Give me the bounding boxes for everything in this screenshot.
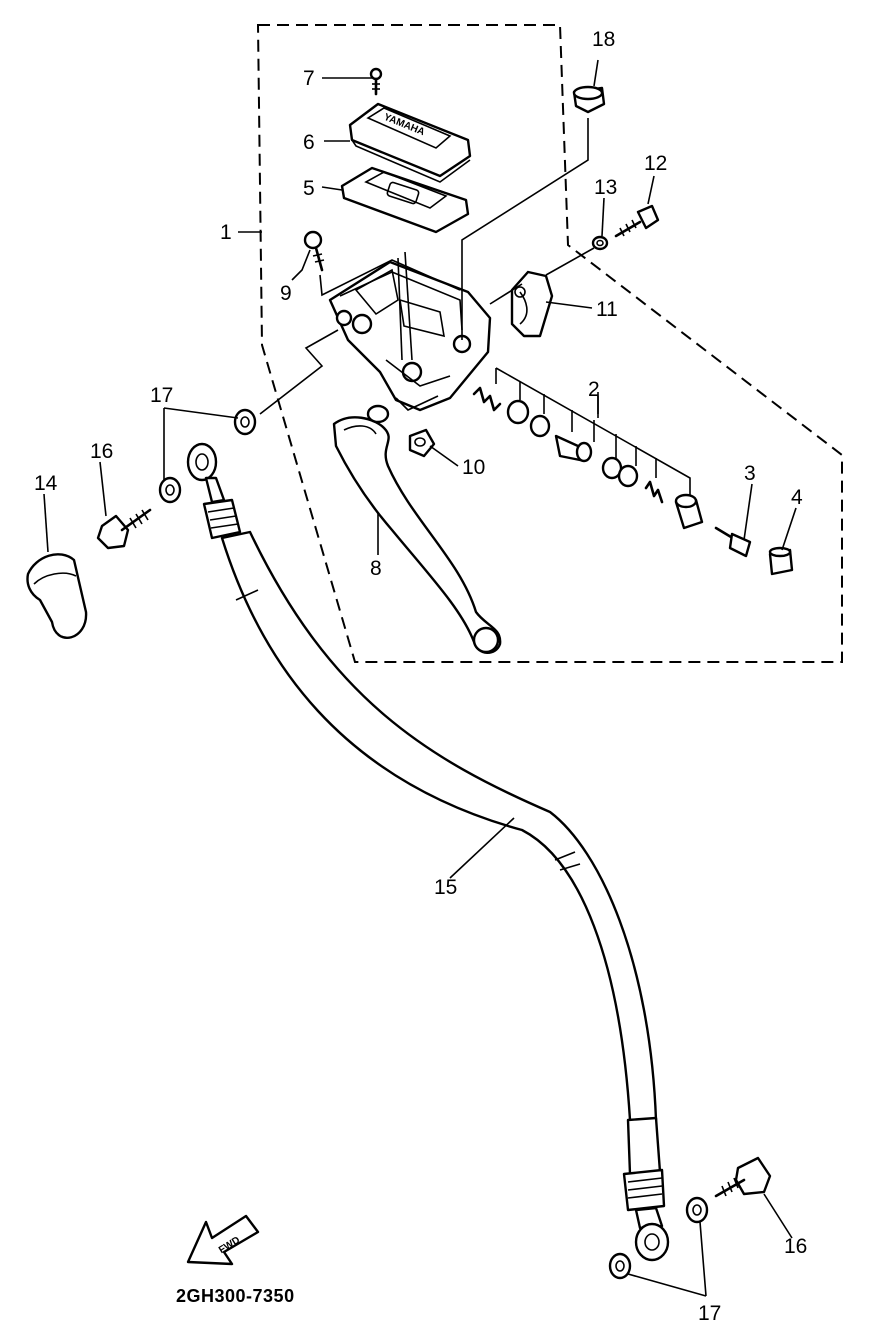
diaphragm-plate-part [340,166,470,234]
leader-18 [461,118,589,340]
label-15: 15 [434,876,457,899]
assembly-boundary [256,24,843,663]
label-8: 8 [370,557,382,580]
bolt-12-part [614,204,660,238]
label-5: 5 [303,177,315,200]
label-12: 12 [644,152,667,175]
label-6: 6 [303,131,315,154]
label-17-right: 17 [698,1302,721,1325]
washer-17-right-a [685,1196,709,1224]
label-leaders [43,59,797,1297]
holder-clamp-part [510,270,554,338]
nut-10-part [408,428,436,458]
washer-17-left-b [233,408,257,436]
label-4: 4 [791,486,803,509]
washer-17-left-a [158,476,182,504]
label-14: 14 [34,472,58,495]
label-16-left: 16 [90,440,113,463]
leader-clamp-washer [545,247,595,276]
label-18: 18 [592,28,615,51]
forward-arrow: FWD [186,1214,260,1266]
washer-13-part [591,235,609,251]
cover-14-part [26,553,88,639]
bleed-cap-part [768,546,794,576]
leader-plate-body-b [397,257,403,361]
label-3: 3 [744,462,756,485]
diagram-code: 2GH300-7350 [176,1286,295,1306]
label-1: 1 [220,221,232,244]
union-bolt-16-right [714,1156,772,1198]
leader-plate-body-a [404,251,413,361]
bolt-9-part [303,230,325,272]
label-2: 2 [588,378,600,401]
leader-washer-body [259,329,339,415]
cap-18-part [572,85,606,114]
washer-17-right-b [608,1252,632,1280]
leader-clamp-body [489,283,523,305]
leader-2-bracket [495,367,691,496]
brake-lever-part [332,404,502,654]
label-17-left: 17 [150,384,173,407]
label-7: 7 [303,67,315,90]
brake-hose-part [186,442,670,1262]
union-bolt-16-left [96,508,152,550]
cap-screw-part [369,67,383,96]
label-10: 10 [462,456,485,479]
label-9: 9 [280,282,292,305]
label-13: 13 [594,176,617,199]
piston-kit-part [472,386,704,530]
leader-9-body [319,259,461,297]
label-16-right: 16 [784,1235,807,1258]
reservoir-cap-part: YAMAHA [348,102,472,183]
label-11: 11 [596,298,618,321]
